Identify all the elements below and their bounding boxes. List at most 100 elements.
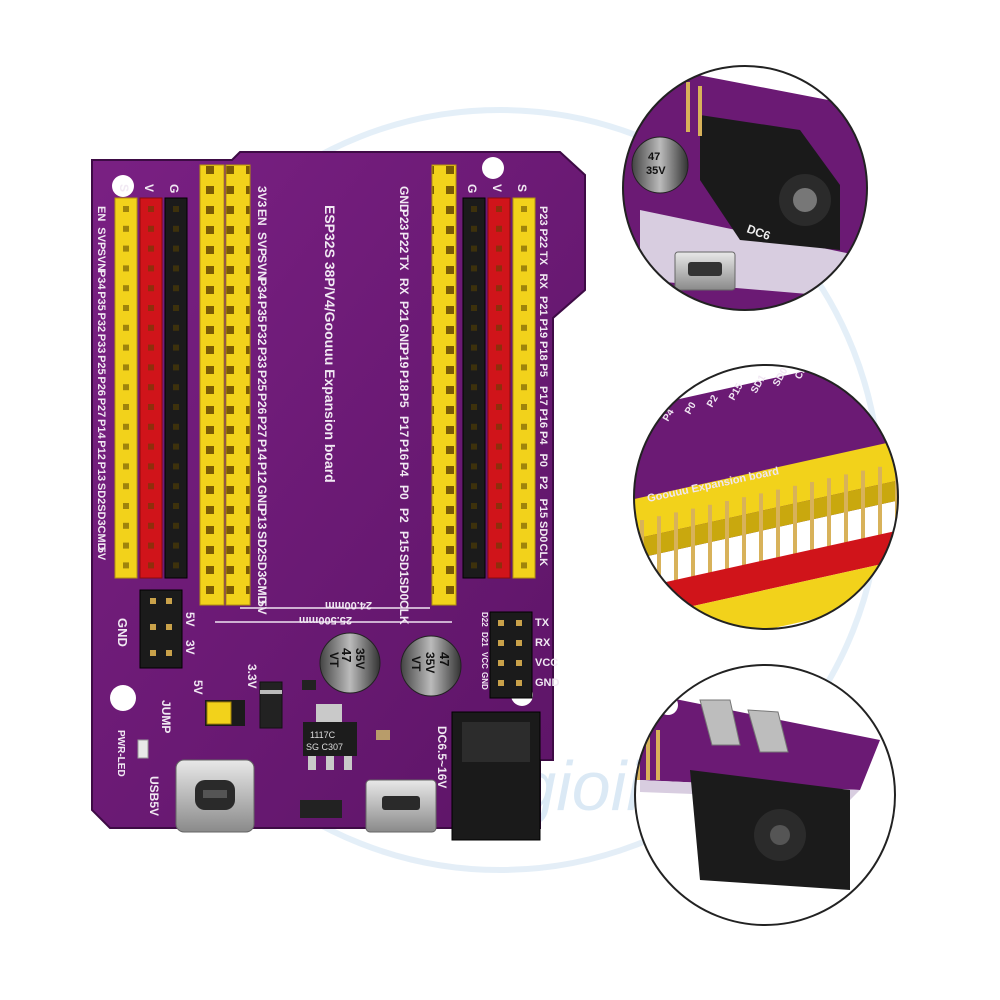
pin-hole <box>173 364 179 371</box>
mount-hole <box>112 175 134 197</box>
svg-text:47: 47 <box>437 652 452 666</box>
pin-hole <box>521 483 527 490</box>
pin-label: EN <box>95 206 107 221</box>
pin-label: P2 <box>397 508 411 523</box>
serial-label: VCC <box>535 657 558 669</box>
pin-hole <box>123 305 129 311</box>
pin-label: P17 <box>397 416 411 438</box>
jumper-5v-label: 5V <box>191 680 205 695</box>
pin-label: P16 <box>537 409 549 429</box>
right-female-socket <box>431 164 457 606</box>
pin-hole <box>173 503 179 509</box>
pin-label: P34 <box>255 278 269 300</box>
capacitor-left: 47 35V VT <box>319 632 381 694</box>
capacitor-right: 47 35V VT <box>400 635 462 697</box>
pin-hole <box>123 483 129 490</box>
pin-hole <box>496 404 502 410</box>
left-pin-labels: 3V3ENSVPSVNP34P35P32P33P25P26P27P14P12GN… <box>255 186 269 615</box>
edge-left-pin-labels: ENSVPSVNP34P35P32P33P25P26P27P14P12P13SD… <box>95 206 107 561</box>
mount-hole <box>482 157 504 179</box>
pin-hole <box>521 463 527 470</box>
pin-label: P0 <box>397 485 411 500</box>
edge-right-pin-labels: P23P22TXRXP21P19P18P5P17P16P4P0P2P15SD0C… <box>537 206 549 566</box>
header-pin <box>861 470 865 561</box>
header-pin <box>674 512 678 603</box>
smd-resistor <box>302 680 316 690</box>
pin-label: TX <box>537 251 549 266</box>
pin-label: P35 <box>255 301 269 323</box>
pin-hole <box>173 483 179 490</box>
pin-label: P16 <box>397 439 411 461</box>
serial-label: RX <box>535 637 551 649</box>
pin-hole <box>471 324 477 331</box>
header-pin <box>776 489 780 580</box>
pin-hole <box>521 245 527 252</box>
jumper-header[interactable] <box>205 700 245 726</box>
pin-hole <box>521 404 527 410</box>
pin-hole <box>148 344 154 351</box>
pin-label: P17 <box>537 386 549 406</box>
pin-hole <box>521 324 527 331</box>
header-pin <box>742 497 746 588</box>
pin-hole <box>496 542 502 549</box>
pwr-led <box>137 739 149 759</box>
pin-hole <box>123 364 129 371</box>
header-pin <box>793 485 797 576</box>
pin-hole <box>123 443 129 450</box>
dc-barrel-jack[interactable] <box>451 711 541 841</box>
column-letter: S <box>117 184 131 192</box>
pin-hole <box>496 245 502 252</box>
pin-label: SD1 <box>397 554 411 578</box>
pin-label: GND <box>397 324 411 351</box>
pin-hole <box>496 562 502 569</box>
pin-label: P13 <box>95 462 107 482</box>
dc-label: DC6.5~16V <box>435 726 449 788</box>
left-servo-headers <box>114 197 188 579</box>
pin-label: CMD <box>95 526 107 551</box>
pin-hole <box>496 344 502 351</box>
pin-hole <box>521 206 527 212</box>
pin-hole <box>123 423 129 430</box>
board-title: ESP32S 38P/V4/Goouuu Expansion board <box>322 205 338 483</box>
pin-hole <box>471 364 477 371</box>
pin-hole <box>471 443 477 450</box>
mount-hole <box>110 685 136 711</box>
pin-hole <box>148 384 154 391</box>
pin-hole <box>521 542 527 549</box>
usb-label: USB5V <box>147 776 161 816</box>
pin-hole <box>173 265 179 272</box>
pin-hole <box>173 285 179 292</box>
pin-hole <box>496 443 502 450</box>
dimension-outer: 25.500mm <box>299 614 352 626</box>
pin-hole <box>173 305 179 311</box>
pin-label: RX <box>537 274 549 290</box>
inset-pin-label: P0 <box>683 400 699 416</box>
usb-c-port[interactable] <box>175 759 255 833</box>
pin-hole <box>123 225 129 232</box>
pin-hole <box>471 463 477 470</box>
pin-hole <box>173 443 179 450</box>
svg-text:SG C307: SG C307 <box>306 742 343 752</box>
pin-hole <box>148 206 154 212</box>
micro-usb-port[interactable] <box>365 779 437 833</box>
pin-hole <box>148 285 154 292</box>
pin-label: 3V3 <box>255 186 269 208</box>
right-servo-headers <box>462 197 536 579</box>
pin-label: P21 <box>397 301 411 323</box>
pin-label: GND <box>397 186 411 213</box>
column-letter: V <box>142 184 156 192</box>
pin-hole <box>148 503 154 509</box>
serial-header <box>489 611 533 699</box>
pin-hole <box>173 245 179 252</box>
pin-hole <box>148 404 154 410</box>
pin-label: P23 <box>397 209 411 231</box>
header-pin <box>691 508 695 599</box>
pin-label: P4 <box>537 431 549 445</box>
pin-hole <box>471 423 477 430</box>
pin-hole <box>123 344 129 351</box>
header-pin <box>640 520 644 610</box>
pin-hole <box>496 483 502 490</box>
svg-text:VT: VT <box>327 652 341 668</box>
